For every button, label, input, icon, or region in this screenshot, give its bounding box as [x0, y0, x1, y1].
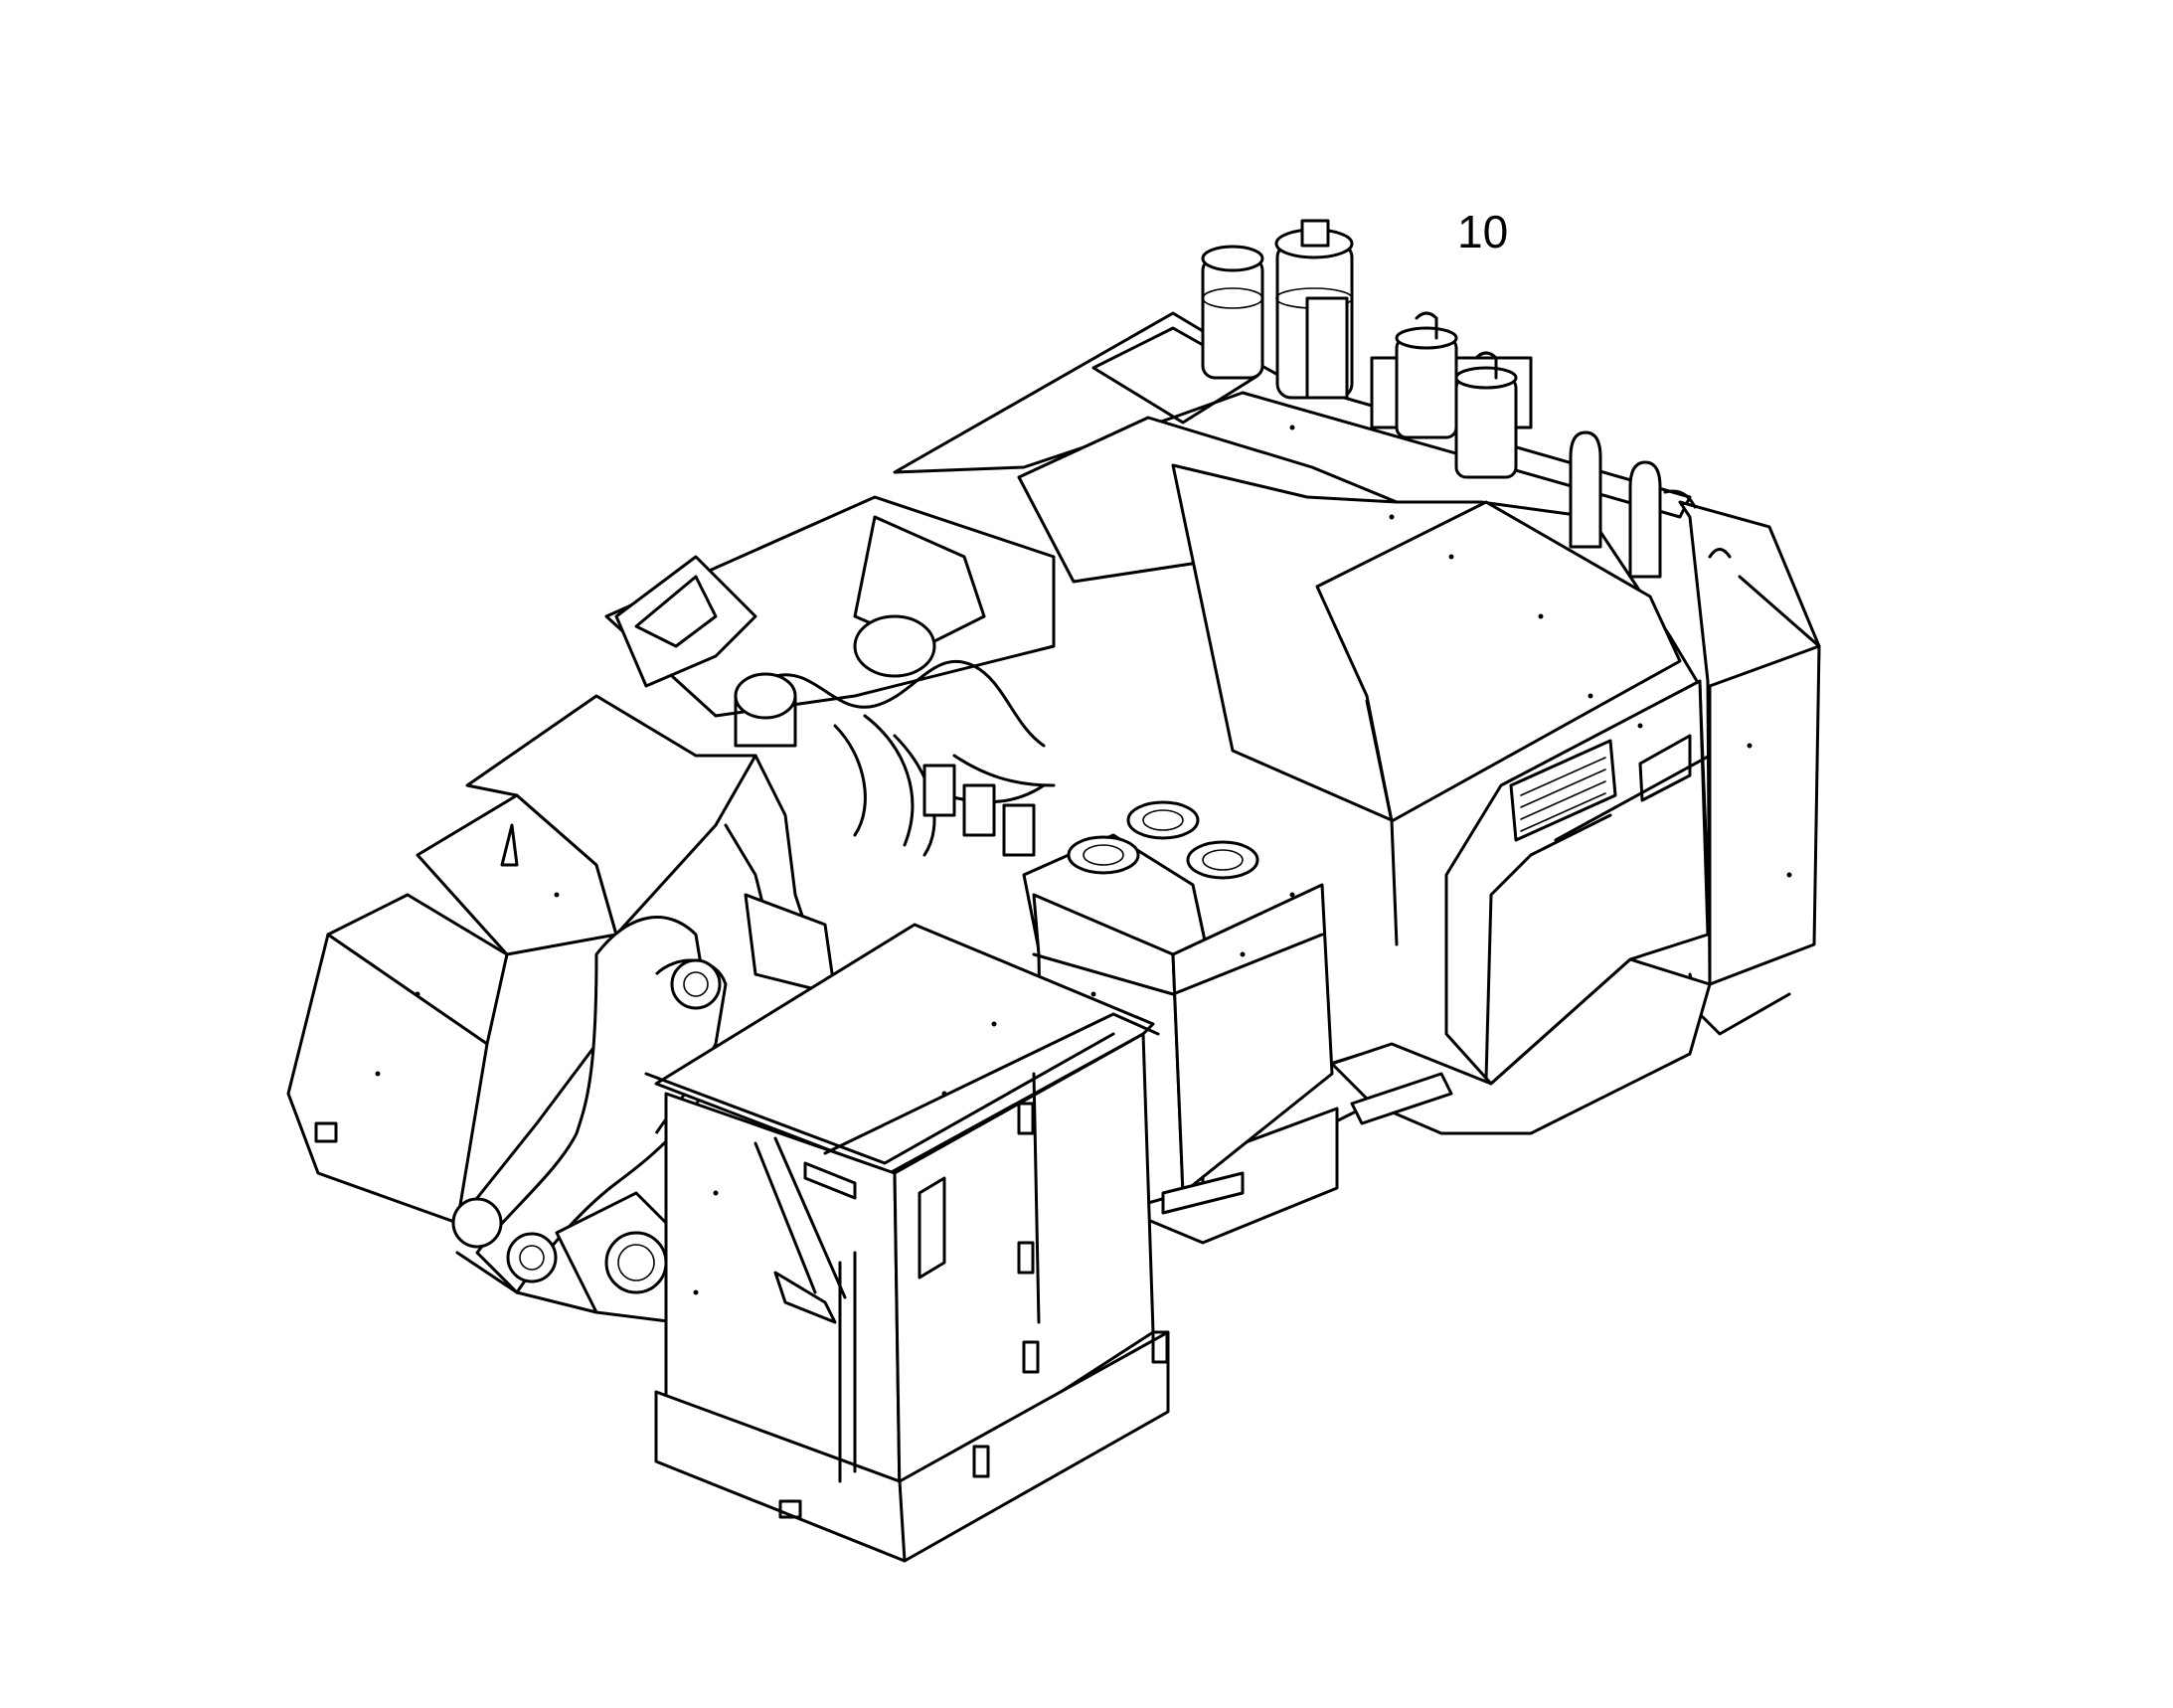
engine-hood	[893, 311, 1712, 1086]
rear-counterweight	[286, 555, 757, 1225]
valve-and-hose-area	[604, 495, 1056, 996]
walkway-step	[1161, 1072, 1453, 1215]
rivet-dots	[375, 425, 1792, 1295]
callout-label: 10	[1457, 206, 1509, 257]
accumulator-group	[1201, 219, 1662, 579]
operator-cab	[644, 923, 1170, 1563]
